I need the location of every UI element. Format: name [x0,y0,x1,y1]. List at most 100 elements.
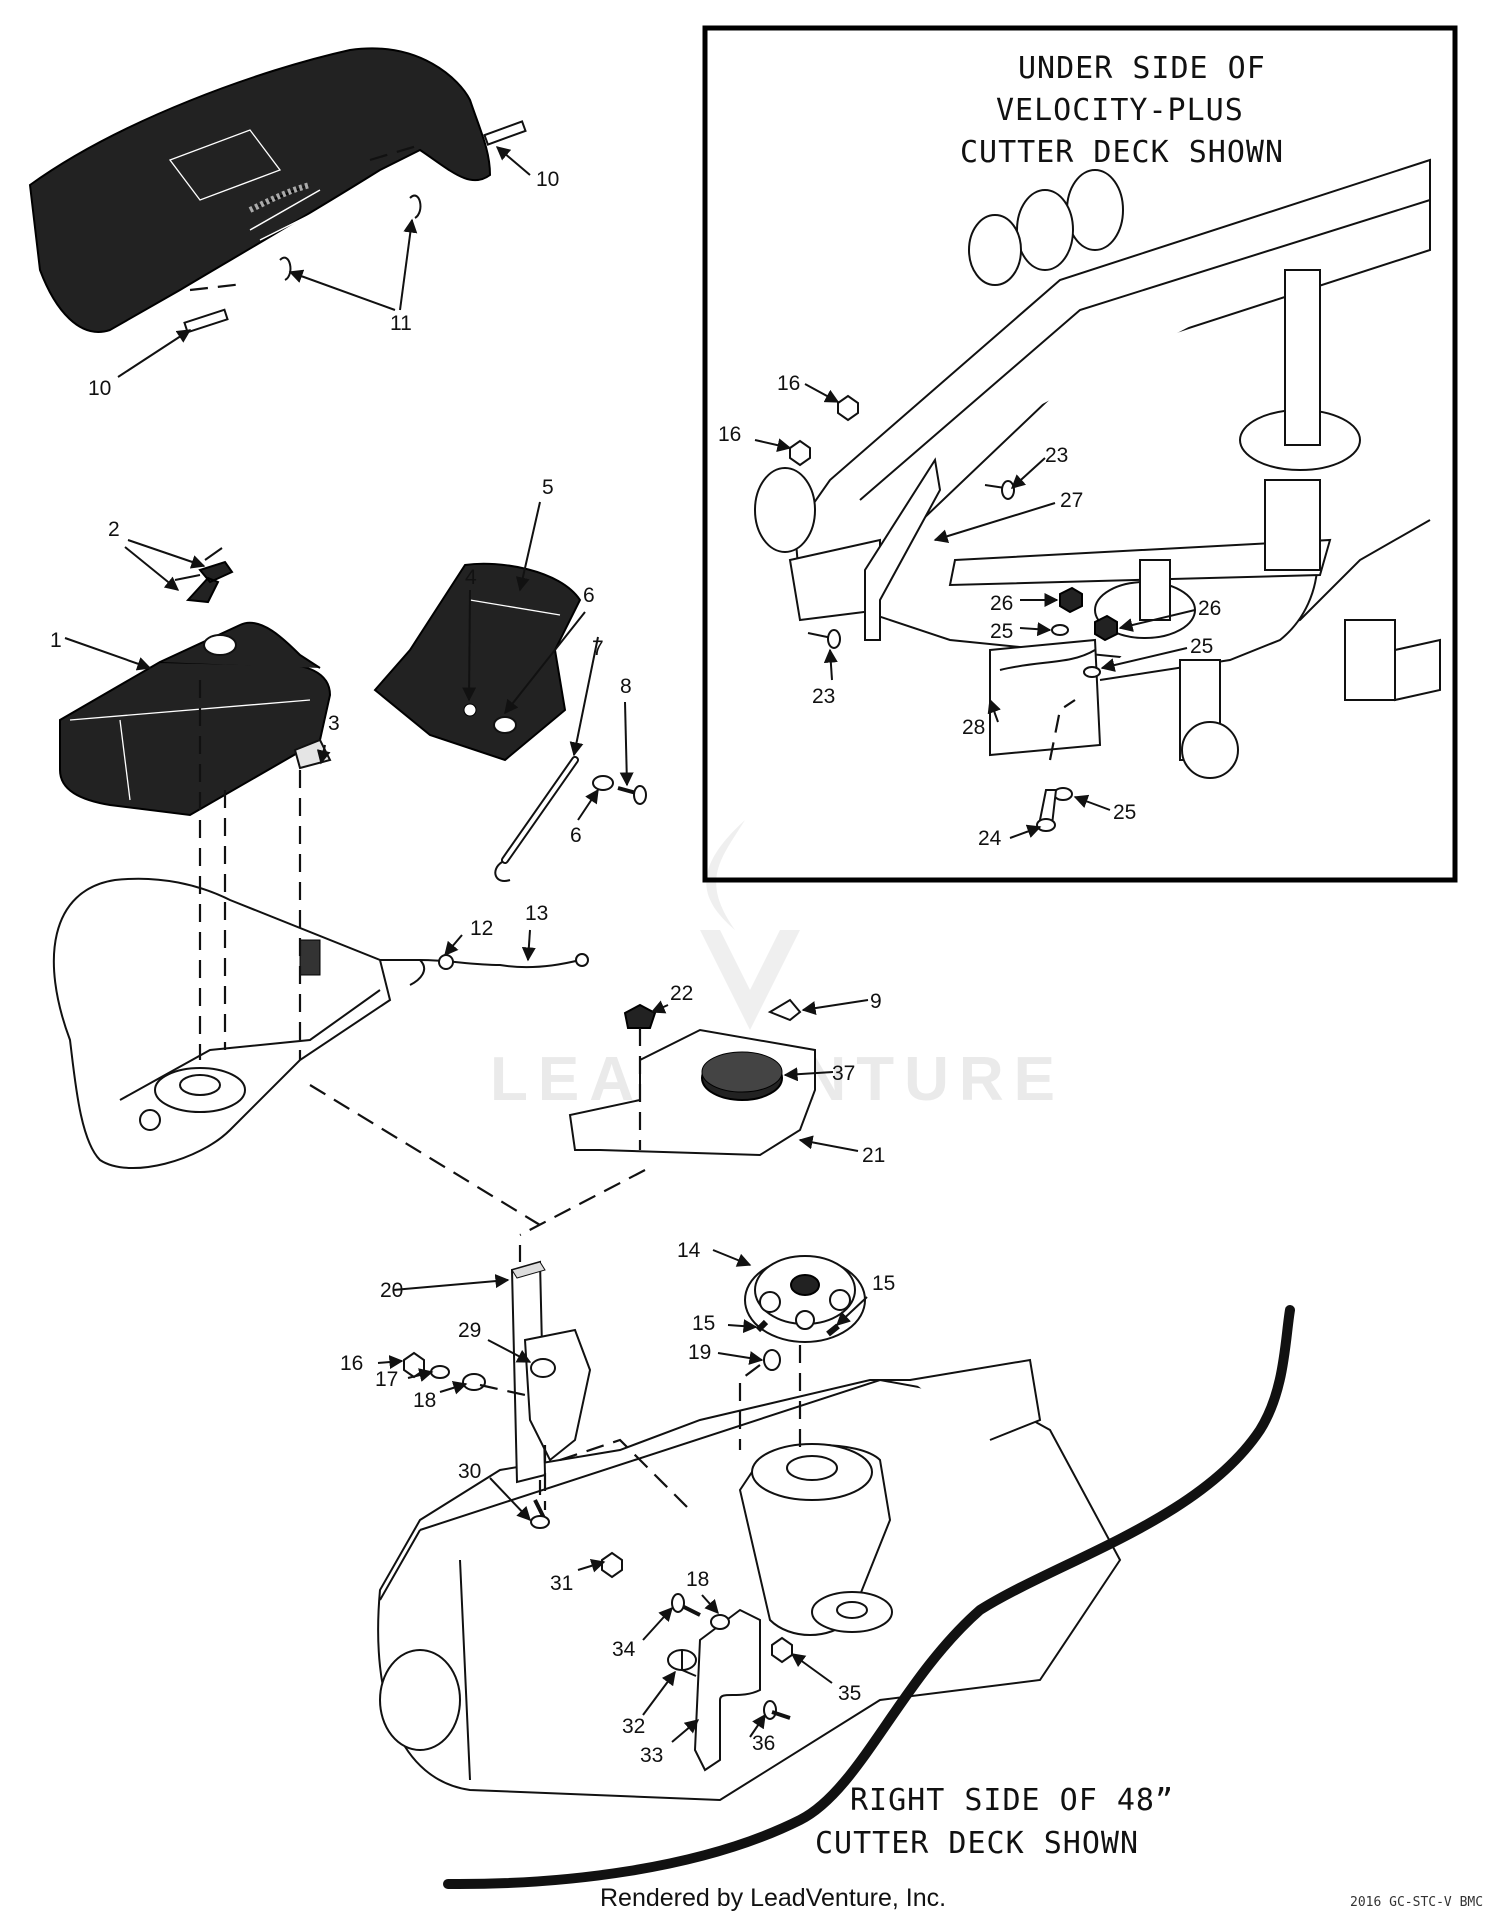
part-36-bolt [763,1700,777,1720]
callout-6-b: 6 [570,824,582,847]
callout-26-a: 26 [990,592,1013,615]
callout-1: 1 [50,629,62,652]
part-27-bracket [864,457,942,641]
callout-30: 30 [458,1460,481,1483]
part-26-nut-b [1094,614,1118,642]
callout-2: 2 [108,518,120,541]
callout-8: 8 [620,675,632,698]
discharge-deflector-assembly [28,47,527,334]
callout-10-b: 10 [536,168,559,191]
part-deflector-spring [248,182,311,213]
lower-deck-assembly [377,1245,1122,1802]
inset-deck-drawing [754,158,1441,779]
callout-16-inset-a: 16 [777,372,800,395]
callout-25-b: 25 [1190,635,1213,658]
callout-14: 14 [677,1239,701,1262]
callout-numbers: 10 10 11 1 2 3 4 5 6 6 7 8 9 12 13 14 15… [50,168,1221,1767]
part-deflector-shield [28,47,492,333]
callout-24: 24 [978,827,1002,850]
callout-21: 21 [862,1144,885,1167]
callout-28: 28 [962,716,985,739]
callout-23-a: 23 [1045,444,1068,467]
part-18-washer-a [462,1373,486,1391]
callout-26-b: 26 [1198,597,1221,620]
callout-27: 27 [1060,489,1083,512]
part-8-bolt [633,785,647,805]
part-16-nut-inset-b [789,439,811,467]
part-28-shield [989,638,1102,757]
part-33-plate [693,1608,761,1772]
callout-34: 34 [612,1638,636,1661]
part-11-hairpin-a [279,256,292,281]
break-line [443,1305,1295,1890]
part-30-bolt [530,1515,550,1529]
callout-32: 32 [622,1715,645,1738]
callout-31: 31 [550,1572,573,1595]
callout-29: 29 [458,1319,481,1342]
part-23-bolt-b [827,629,841,649]
callout-4: 4 [465,566,477,589]
callout-33: 33 [640,1744,663,1767]
callout-16-inset-b: 16 [718,423,741,446]
part-16-nut [403,1351,425,1379]
part-17-lockwasher [430,1365,450,1379]
part-11-hairpin-b [409,194,422,219]
part-9-knob [767,998,802,1022]
cable-assembly [419,953,589,970]
footer-rendered-by: Rendered by LeadVenture, Inc. [600,1884,946,1912]
callout-9: 9 [870,990,882,1013]
main-caption-line-2: CUTTER DECK SHOWN [815,1826,1139,1861]
callout-37: 37 [832,1062,855,1085]
chute-assembly [373,562,647,882]
callout-19: 19 [688,1341,711,1364]
callout-11: 11 [390,312,412,335]
part-12-spring [438,954,454,970]
leader-lines [64,146,1196,1743]
main-caption-line-1: RIGHT SIDE OF 48” [850,1783,1174,1818]
part-19-bolt [763,1349,781,1371]
inset-caption-line-2: VELOCITY-PLUS [996,93,1244,128]
callout-25-a: 25 [990,620,1013,643]
callout-18-a: 18 [413,1389,436,1412]
callout-35: 35 [838,1682,861,1705]
callout-22: 22 [670,982,693,1005]
part-2-knob-a [185,560,234,604]
callout-25-c: 25 [1113,801,1136,824]
part-4-pin [463,703,477,717]
idler-cover-assembly [519,998,816,1236]
part-25-washer-b [1083,666,1101,678]
part-23-bolt-a [1001,480,1015,500]
part-18-washer-b [710,1614,730,1630]
callout-10-a: 10 [88,377,111,400]
callout-7: 7 [592,637,604,660]
callout-17: 17 [375,1368,398,1391]
part-1-cover [59,660,332,817]
inset-caption-line-3: CUTTER DECK SHOWN [960,135,1284,170]
callout-12: 12 [470,917,493,940]
part-10-pin-b [483,120,527,146]
callout-16: 16 [340,1352,363,1375]
part-15-setscrews [755,1319,840,1337]
footer-code: 2016 GC-STC-V BMC [1350,1895,1483,1910]
inset-caption-line-1: UNDER SIDE OF [1018,51,1266,86]
callout-23-b: 23 [812,685,835,708]
callout-5: 5 [542,476,554,499]
callout-36: 36 [752,1732,775,1755]
inset-underside-view: UNDER SIDE OF VELOCITY-PLUS CUTTER DECK … [702,25,1458,883]
part-25-washer-a [1051,624,1069,636]
callout-3: 3 [328,712,340,735]
part-6-washer-a [493,716,517,734]
part-10-pin-a [183,308,229,334]
callout-13: 13 [525,902,548,925]
deck-housing-left [52,877,392,1169]
part-22-knob [623,1003,657,1029]
part-5-chute [373,562,582,762]
part-34-bolt [671,1593,685,1613]
part-26-nut-a [1059,586,1083,614]
part-16-nut-inset-a [837,394,859,422]
belt-cover-assembly [52,547,541,1226]
callout-15-b: 15 [872,1272,895,1295]
callout-18-b: 18 [686,1568,709,1591]
callout-6-a: 6 [583,584,595,607]
